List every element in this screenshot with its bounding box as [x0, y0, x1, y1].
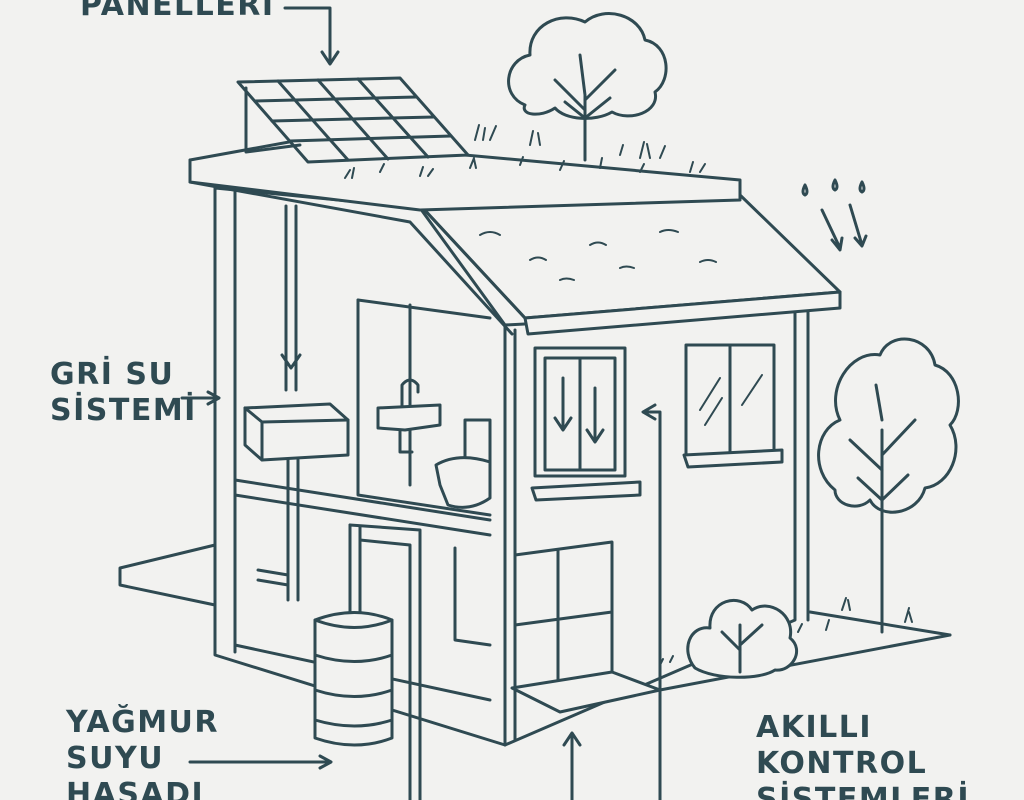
garden-tree-crown [817, 337, 960, 514]
rain-barrel-rings [313, 618, 394, 728]
toilet-tank [463, 418, 492, 464]
upper-smart-window [530, 346, 642, 502]
right-window-sill [682, 448, 784, 469]
solar-grid-v3 [356, 77, 430, 159]
toilet-bowl [434, 456, 492, 509]
label-smart-line-3: SİSTEMLERİ [756, 782, 971, 800]
label-grey-water-line-1: GRİ SU [50, 357, 175, 392]
floor-slab [233, 478, 492, 522]
garden-bush-icon [686, 598, 798, 679]
solar-panel-leg [244, 86, 302, 154]
upper-window-sill [530, 480, 642, 502]
ground-line-right-back [808, 610, 952, 637]
label-smart-line-1: AKILLI [756, 710, 873, 745]
roof-grass [344, 124, 717, 281]
grey-water-pipes [243, 204, 422, 800]
glass-door [510, 540, 662, 714]
roof-left-edge-lower [188, 180, 514, 336]
sink-pipe [398, 428, 414, 454]
bathroom-fixtures [376, 378, 492, 509]
roof-tree-trunk [553, 53, 617, 162]
label-grey-water-line-2: SİSTEMİ [50, 393, 197, 428]
garden-bush-stems [720, 623, 764, 674]
sink-basin [376, 403, 442, 432]
label-rainwater-line-2: SUYU [66, 741, 165, 776]
label-rainwater-line-1: YAĞMUR [66, 705, 220, 740]
glass-door-frame [513, 540, 614, 692]
tank-outlet-elbow [256, 568, 290, 587]
lower-room-wall [453, 546, 492, 647]
roof-tree-icon [507, 12, 668, 162]
ground-line-right [658, 633, 952, 692]
rain-barrel [313, 611, 394, 747]
rain-drop-3 [858, 180, 866, 194]
garden-tree-icon [817, 337, 960, 634]
window-down-arrow-2 [585, 386, 605, 444]
arrow-solar [283, 6, 340, 66]
window-down-arrow-1 [553, 376, 573, 432]
interior-upper-room [356, 298, 492, 517]
garden-tree-trunk [848, 383, 917, 634]
label-rainwater: YAĞMUR SUYU HASADI [66, 705, 219, 800]
label-rainwater-line-3: HASADI [66, 777, 205, 800]
label-smart-line-2: KONTROL [756, 746, 928, 781]
right-window [682, 343, 784, 469]
solar-panel [236, 76, 470, 164]
interior-upper-room-top [356, 298, 492, 320]
arrow-grey-water [180, 390, 221, 406]
rain-drop-1 [801, 183, 809, 197]
rain-drop-2 [831, 178, 839, 192]
glass-door-mullion-h [513, 610, 614, 627]
arrow-smart-door [562, 731, 582, 800]
sink-faucet-icon [400, 378, 420, 408]
solar-grid-v1 [276, 79, 350, 162]
label-solar-panels: PANELLERİ [80, 0, 275, 24]
rain-arrow-2 [848, 203, 868, 248]
downpipe-arrow [280, 353, 302, 370]
rain-barrel-body [313, 611, 394, 747]
arrow-smart-control [641, 403, 662, 800]
main-pipe [348, 523, 422, 800]
rain-pipe [348, 523, 362, 624]
floor-slab-inner [233, 493, 492, 537]
arrow-rainwater [188, 754, 333, 770]
roof-fascia [523, 290, 842, 336]
roof-tree-crown [507, 12, 668, 120]
tank-outlet-pipe [286, 458, 300, 602]
rain-arrow-1 [820, 208, 844, 252]
solar-grid-v2 [316, 78, 390, 161]
left-patio-slab [118, 543, 217, 607]
label-smart-control: AKILLI KONTROL SİSTEMLERİ [756, 710, 970, 800]
grey-water-tank [243, 402, 350, 462]
grey-water-tank-edge [243, 406, 350, 462]
label-solar-line: PANELLERİ [80, 0, 275, 23]
rain-drops-icon [801, 178, 868, 252]
label-grey-water: GRİ SU SİSTEMİ [50, 357, 197, 429]
right-window-reflection [699, 374, 763, 426]
